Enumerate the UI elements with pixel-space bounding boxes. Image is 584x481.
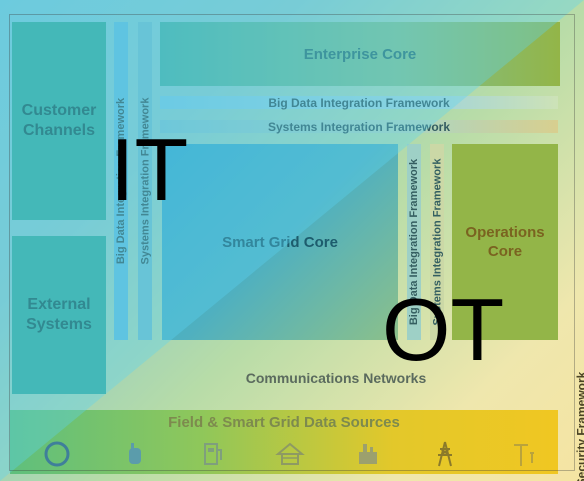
operations-core-block: Operations Core — [452, 144, 558, 340]
security-framework: Security Framework — [566, 22, 584, 481]
smart-grid-core-block: Smart Grid Core — [162, 144, 398, 340]
field-data-sources-label: Field & Smart Grid Data Sources — [168, 413, 400, 431]
utility-pole-icon — [506, 437, 540, 471]
house-solar-icon — [273, 437, 307, 471]
big-data-framework-top: Big Data Integration Framework — [160, 95, 558, 110]
systems-integration-framework-right: Systems Integration Framework — [430, 144, 444, 340]
big-data-framework-right: Big Data Integration Framework — [407, 144, 421, 340]
systems-integration-framework-top-label: Systems Integration Framework — [267, 119, 451, 134]
hand-icon — [118, 437, 152, 471]
factory-icon — [351, 437, 385, 471]
enterprise-core-block: Enterprise Core — [160, 22, 560, 86]
communications-networks-label: Communications Networks — [245, 370, 427, 386]
circle-icon — [40, 437, 74, 471]
operations-core-label: Operations Core — [465, 224, 545, 260]
customer-channels-label: Customer Channels — [21, 102, 97, 139]
communications-networks-block: Communications Networks — [114, 352, 558, 404]
security-framework-label: Security Framework — [574, 371, 584, 481]
it-label: IT — [110, 120, 189, 219]
charger-icon — [195, 437, 229, 471]
customer-channels-block: Customer Channels — [12, 22, 106, 220]
big-data-framework-left: Big Data Integration Framework — [114, 22, 128, 340]
enterprise-core-label: Enterprise Core — [303, 45, 417, 63]
ot-label: OT — [382, 280, 505, 379]
systems-integration-framework-top: Systems Integration Framework — [160, 119, 558, 134]
systems-integration-framework-left: Systems Integration Framework — [138, 22, 152, 340]
smart-grid-core-label: Smart Grid Core — [222, 233, 338, 251]
field-icons-row — [40, 434, 540, 474]
field-data-sources-title: Field & Smart Grid Data Sources — [10, 412, 558, 432]
external-systems-block: External Systems — [12, 236, 106, 394]
external-systems-label: External Systems — [26, 296, 92, 333]
big-data-framework-top-label: Big Data Integration Framework — [268, 95, 450, 110]
transmission-tower-icon — [428, 437, 462, 471]
